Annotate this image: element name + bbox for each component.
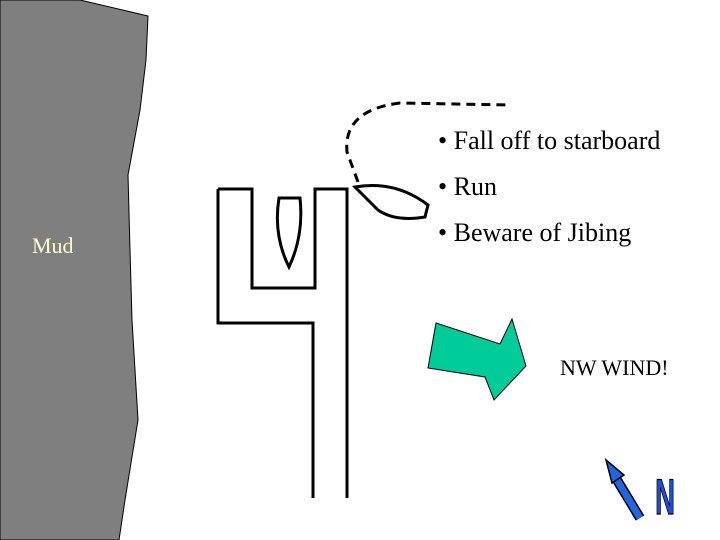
bullet-mark: •: [438, 218, 448, 247]
course-path: [345, 101, 511, 183]
dock: [216, 187, 349, 498]
compass-arrow-shaft-fill: [614, 478, 643, 520]
mud-bank: [0, 0, 149, 540]
instruction-item: • Fall off to starboard: [438, 118, 660, 164]
bullet-mark: •: [438, 172, 448, 201]
compass-arrow-head: [604, 457, 626, 485]
departing-boat: [351, 183, 430, 220]
instruction-item: • Run: [438, 164, 660, 210]
wind-label: NW WIND!: [560, 355, 669, 380]
mud-label: Mud: [32, 233, 74, 258]
instruction-item: • Beware of Jibing: [438, 210, 660, 256]
bullet-mark: •: [438, 126, 448, 155]
instruction-text: Run: [453, 172, 497, 201]
instruction-list: • Fall off to starboard • Run • Beware o…: [438, 118, 660, 256]
compass-letter: N: [655, 468, 675, 525]
wind-arrow: [427, 317, 527, 401]
instruction-text: Fall off to starboard: [453, 126, 661, 155]
instruction-text: Beware of Jibing: [453, 218, 632, 247]
moored-boat: [275, 196, 303, 271]
